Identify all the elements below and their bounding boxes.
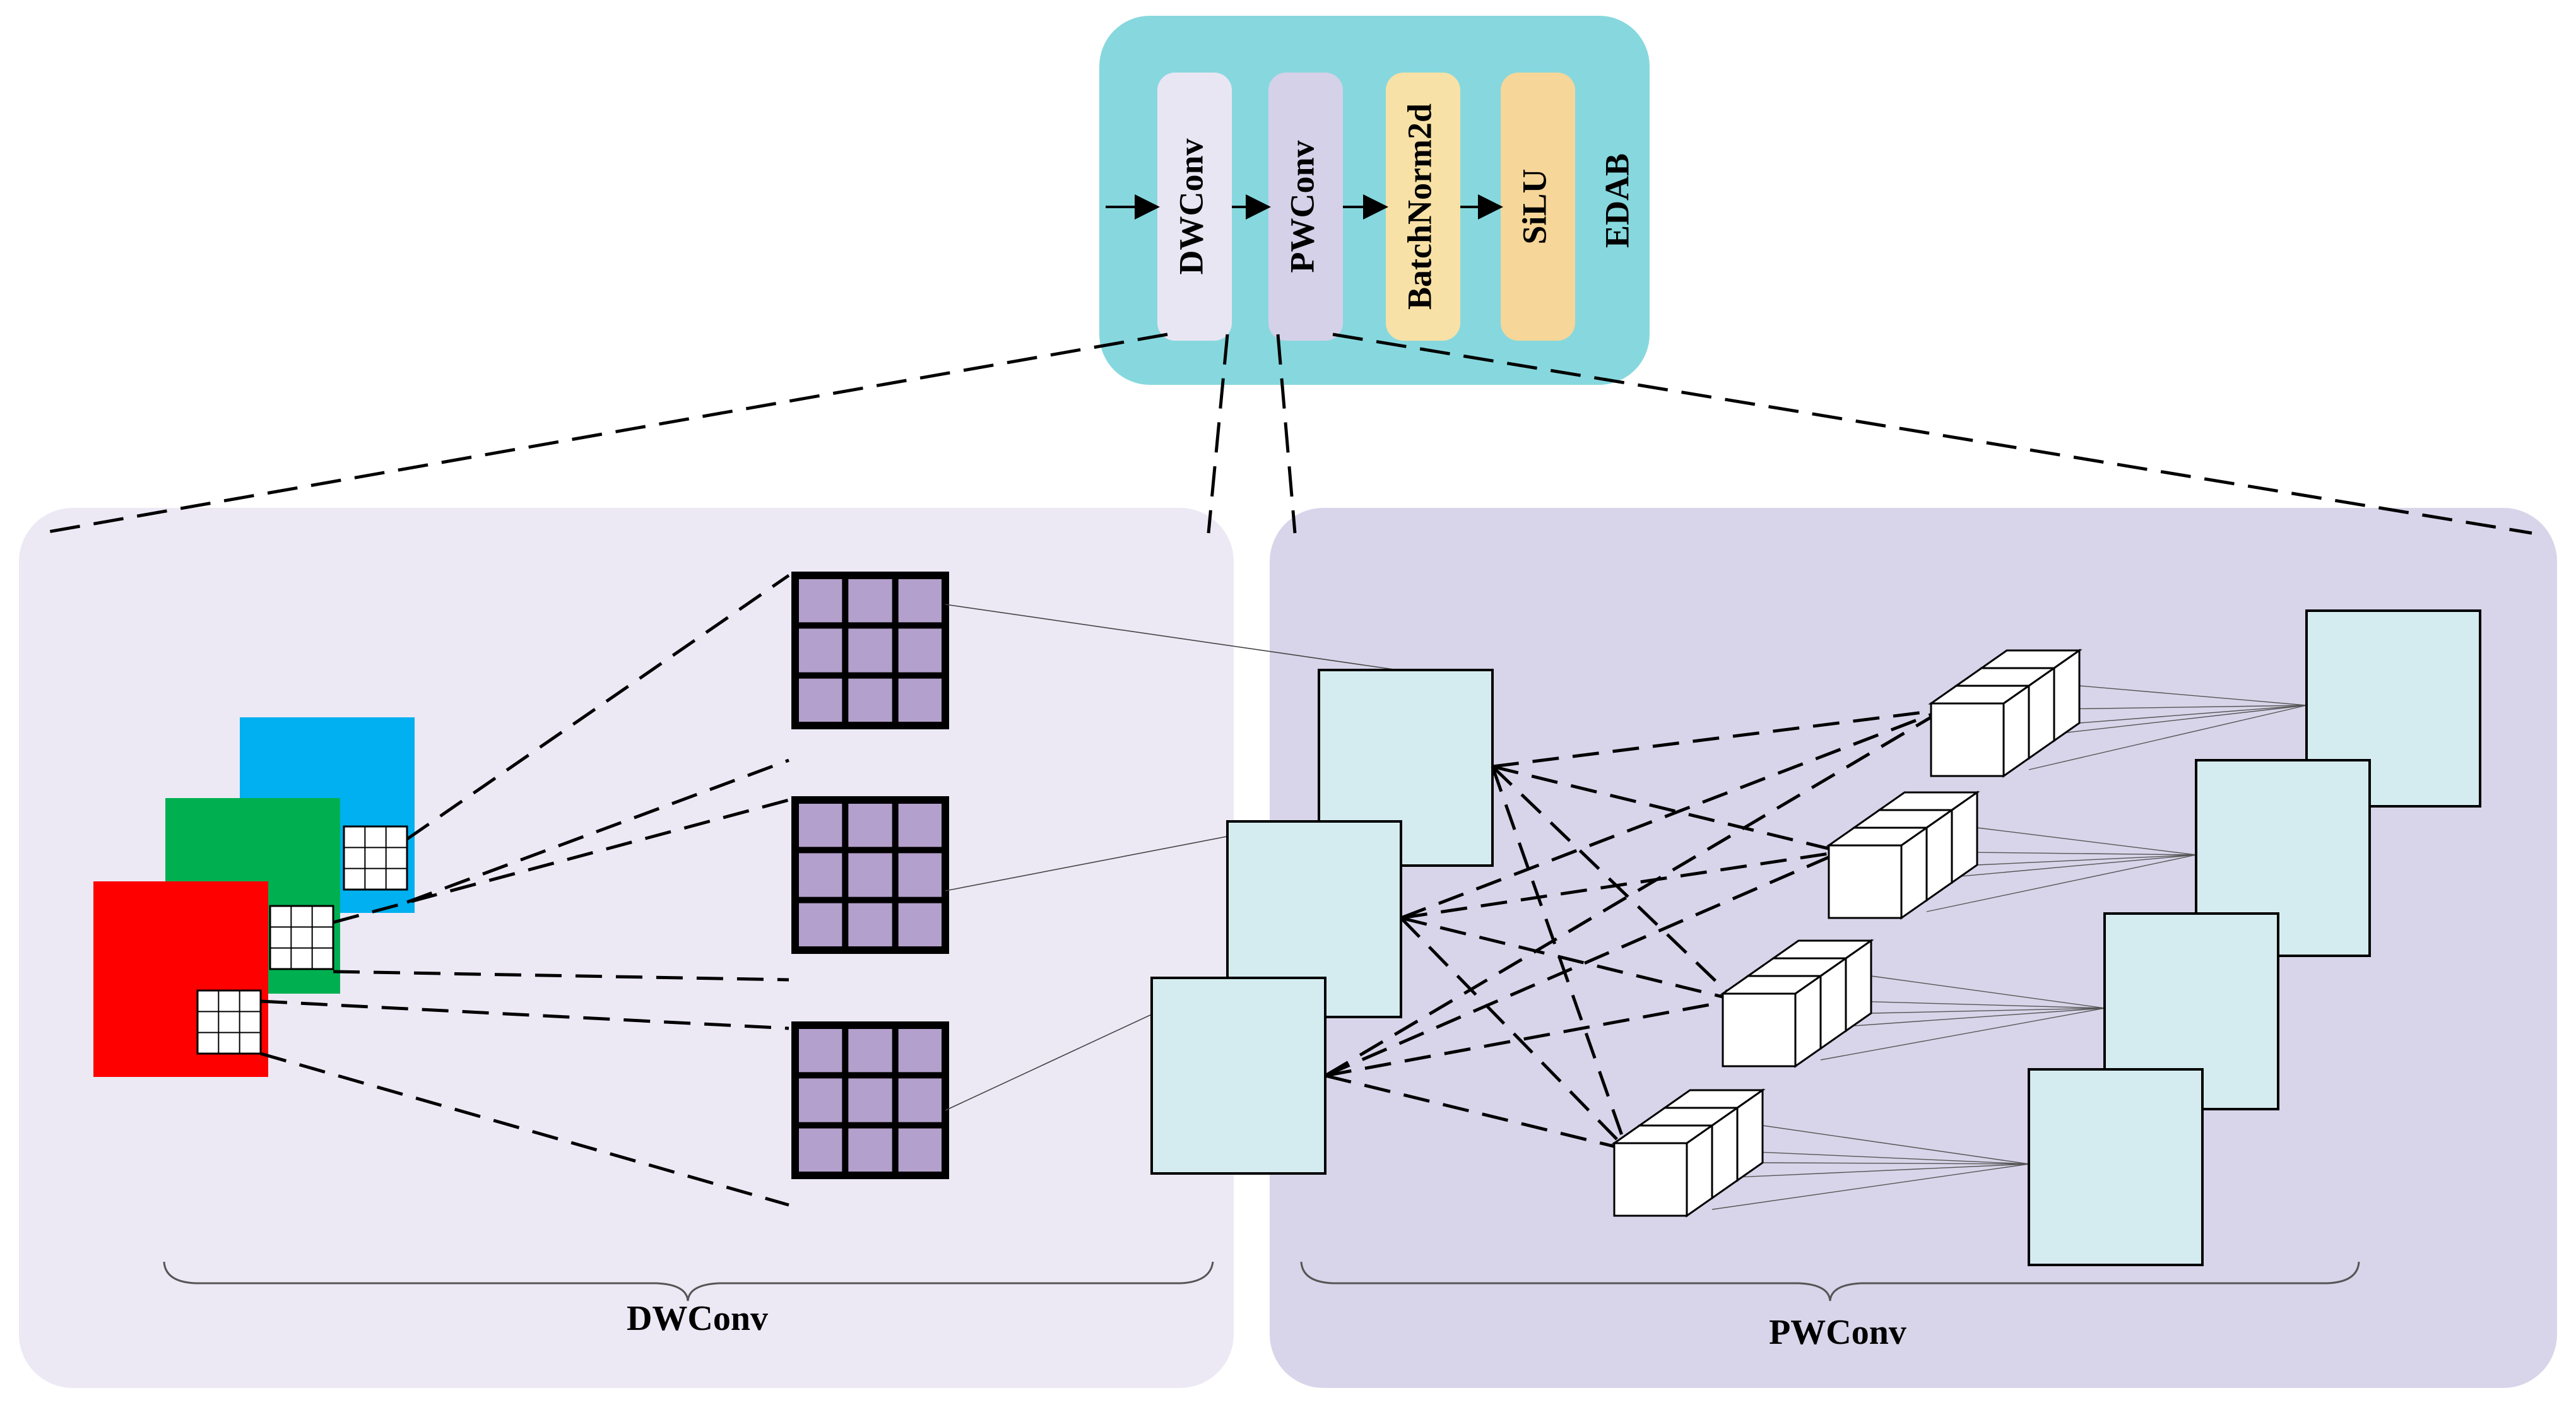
cube-fan-line-2-5 [1926,854,2197,912]
edab-blocks: DWConv PWConv BatchNorm2d SiLU [1157,73,1575,341]
depthwise-kernel-2 [791,796,949,954]
dw-dashed-link-5 [260,999,789,1030]
cube-fan-line-1-2 [2079,685,2307,706]
pointwise-kernel-3 [1720,939,1874,1068]
pw-dashed-link-1-4 [1491,766,1629,1150]
dwconv-brace [163,1261,1214,1302]
depthwise-kernel-3 [791,1021,949,1179]
pw-dashed-link-2-3 [1400,916,1736,1002]
dwconv-panel-label: DWConv [627,1299,768,1338]
pw-dashed-link-2-2 [1400,850,1842,920]
dw-dashed-link-6 [260,1052,789,1207]
dw-dashed-link-1 [406,573,790,841]
pw-dashed-link-3-3 [1325,998,1736,1078]
channel-window-blue [343,825,408,891]
channel-window-red [196,989,262,1055]
cube-fan-line-1-3 [2079,705,2307,724]
pw-dashed-link-3-2 [1325,850,1842,1078]
cube-fan-line-4-5 [1711,1163,2029,1210]
edab-block-label-batchnorm2d: BatchNorm2d [1400,103,1438,310]
braces [163,1261,2360,1302]
zoom-line-dw-right [1207,334,1229,534]
edab-block-pwconv [1268,73,1343,341]
pw-dashed-link-1-1 [1492,708,1944,768]
pointwise-kernel-1 [1928,649,2083,778]
pw-dashed-link-1-2 [1492,765,1842,854]
depthwise-kernel-1 [791,572,949,729]
cube-fan-line-4-2 [1762,1125,2029,1165]
cube-fan-line-1-5 [2028,705,2307,770]
pwconv-panel [1270,508,2557,1388]
pwconv-illustration [945,604,2481,1266]
depthwise-output-map-3 [1150,977,1326,1175]
zoom-line-pw-right [1332,332,2532,535]
pw-dashed-link-1-3 [1491,765,1737,1001]
edab-block-label-dwconv: DWConv [1172,138,1210,274]
kernel-to-map-line-1 [945,604,1398,671]
edab-title: EDAB [1598,153,1636,248]
pw-dashed-link-3-4 [1325,1074,1628,1151]
pointwise-kernel-4 [1611,1088,1766,1218]
cube-fan-line-3-5 [1820,1008,2105,1061]
pw-dashed-link-2-1 [1400,708,1944,920]
edab-block-silu [1501,73,1575,341]
cube-fan-line-2-2 [1976,827,2197,855]
pwconv-panel-label: PWConv [1769,1313,1906,1352]
zoom-lines [40,332,2532,535]
dwconv-illustration [93,572,949,1207]
cube-fan-line-4-3 [1762,1162,2029,1165]
channel-window-green [269,905,334,970]
zoom-line-pw-left [1276,334,1297,534]
pointwise-output-map-4 [2028,1068,2204,1266]
dw-dashed-link-4 [333,970,789,982]
pwconv-brace [1300,1261,2360,1302]
zoom-line-dw-left [40,332,1168,535]
edab-block-label-silu: SiLU [1515,168,1553,244]
dw-dashed-link-2 [406,758,789,904]
edab-block-batchnorm2d [1386,73,1460,341]
pointwise-kernel-2 [1826,791,1980,920]
cube-fan-line-3-3 [1870,1008,2105,1014]
edab-block-dwconv [1157,73,1232,341]
pw-dashed-link-2-4 [1400,917,1628,1151]
edab-block-label-pwconv: PWConv [1283,140,1321,273]
cube-fan-line-2-3 [1976,854,2197,866]
cube-fan-line-3-2 [1870,975,2105,1009]
